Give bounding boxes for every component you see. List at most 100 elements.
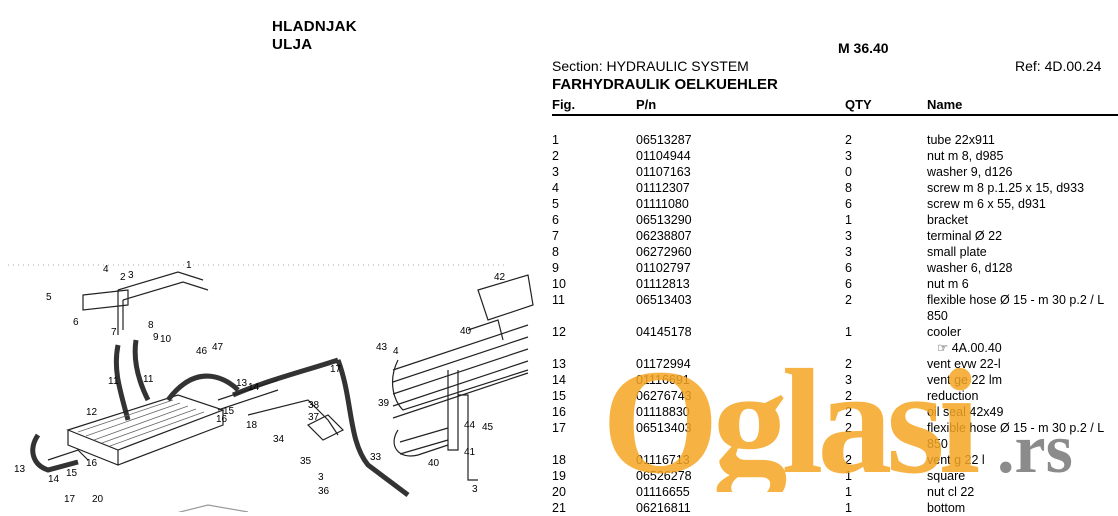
- pn-cell: 06513287: [636, 133, 692, 147]
- name-cell: small plate: [927, 245, 987, 259]
- diagram-callout-18: 18: [246, 420, 258, 431]
- diagram-callout-3: 3: [318, 472, 324, 483]
- cross-reference-code: 4A.00.40: [951, 341, 1002, 355]
- qty-cell: 6: [845, 261, 852, 275]
- diagram-drawing: [8, 264, 534, 512]
- fig-cell: 18: [552, 453, 566, 467]
- pn-cell: 06526278: [636, 469, 692, 483]
- pn-cell: 01112307: [636, 181, 690, 195]
- pn-cell: 01116691: [636, 373, 690, 387]
- diagram-callout-1: 1: [186, 260, 192, 271]
- logo-suffix: .rs: [997, 411, 1072, 488]
- fig-cell: 15: [552, 389, 566, 403]
- diagram-callout-14: 14: [248, 382, 260, 393]
- diagram-callout-43: 43: [376, 342, 388, 353]
- diagram-callout-40: 40: [428, 458, 440, 469]
- qty-cell: 1: [845, 501, 852, 515]
- diagram-callout-16: 16: [216, 414, 228, 425]
- diagram-callout-20: 20: [92, 494, 104, 505]
- diagram-callout-3: 3: [472, 484, 478, 495]
- title-line-1: HLADNJAK: [272, 18, 357, 35]
- name-cell: vent evw 22-l: [927, 357, 1001, 371]
- pn-cell: 06513403: [636, 293, 692, 307]
- table-row: 18 01116713 2 vent g 22 l: [552, 452, 1118, 468]
- pn-cell: 01116713: [636, 453, 690, 467]
- section-label: Section: HYDRAULIC SYSTEM: [552, 58, 749, 74]
- diagram-callout-9: 9: [153, 332, 159, 343]
- diagram-callout-47: 47: [212, 342, 224, 353]
- diagram-callout-37: 37: [308, 412, 320, 423]
- column-qty: QTY: [845, 97, 872, 112]
- diagram-callout-2: 2: [120, 272, 126, 283]
- diagram-callout-33: 33: [370, 452, 382, 463]
- qty-cell: 2: [845, 421, 852, 435]
- diagram-callout-6: 6: [73, 317, 79, 328]
- fig-cell: 4: [552, 181, 559, 195]
- qty-cell: 8: [845, 181, 852, 195]
- diagram-callout-44: 44: [464, 420, 476, 431]
- qty-cell: 2: [845, 293, 852, 307]
- qty-cell: 3: [845, 229, 852, 243]
- name-cell: nut cl 22: [927, 485, 975, 499]
- qty-cell: 2: [845, 453, 852, 467]
- diagram-callout-13: 13: [236, 378, 248, 389]
- fig-cell: 3: [552, 165, 559, 179]
- name-cell: vent g 22 l: [927, 453, 985, 467]
- pn-cell: 06276743: [636, 389, 692, 403]
- name-cell: bracket: [927, 213, 968, 227]
- qty-cell: 0: [845, 165, 852, 179]
- fig-cell: 20: [552, 485, 566, 499]
- qty-cell: 2: [845, 357, 852, 371]
- fig-cell: 19: [552, 469, 566, 483]
- diagram-callout-4: 4: [103, 264, 109, 275]
- cross-reference-note[interactable]: ☞ 4A.00.40: [927, 340, 1118, 356]
- qty-cell: 1: [845, 213, 852, 227]
- diagram-callout-3: 3: [128, 270, 134, 281]
- name-cell: nut m 6: [927, 277, 969, 291]
- qty-cell: 2: [845, 389, 852, 403]
- name-cell: tube 22x911: [927, 133, 995, 147]
- diagram-callout-45: 45: [482, 422, 494, 433]
- diagram-callout-10: 10: [160, 334, 172, 345]
- diagram-callout-17: 17: [64, 494, 76, 505]
- logo-text: Oglasi: [602, 352, 979, 492]
- qty-cell: 1: [845, 325, 852, 339]
- pn-cell: 01118830: [636, 405, 690, 419]
- diagram-callout-5: 5: [46, 292, 52, 303]
- name-cell: reduction: [927, 389, 979, 403]
- column-name: Name: [927, 97, 963, 112]
- diagram-callout-34: 34: [273, 434, 285, 445]
- pn-cell: 01104944: [636, 149, 691, 163]
- pn-cell: 06513403: [636, 421, 692, 435]
- name-cell: cooler: [927, 325, 962, 339]
- fig-cell: 11: [552, 293, 565, 307]
- fig-cell: 21: [552, 501, 566, 515]
- fig-cell: 5: [552, 197, 559, 211]
- diagram-callout-41: 41: [464, 447, 476, 458]
- fig-cell: 12: [552, 325, 566, 339]
- name-cell: screw m 6 x 55, d931: [927, 197, 1046, 211]
- qty-cell: 1: [845, 469, 852, 483]
- oglasi-logo: Oglasi .rs: [602, 352, 1072, 492]
- name-cell: washer 6, d128: [927, 261, 1013, 275]
- pn-cell: 01172994: [636, 357, 691, 371]
- diagram-callout-16: 16: [86, 458, 98, 469]
- qty-cell: 2: [845, 405, 852, 419]
- pointing-hand-icon: ☞: [937, 341, 952, 355]
- fig-cell: 2: [552, 149, 559, 163]
- reference-code: Ref: 4D.00.24: [1015, 58, 1102, 74]
- qty-cell: 3: [845, 373, 852, 387]
